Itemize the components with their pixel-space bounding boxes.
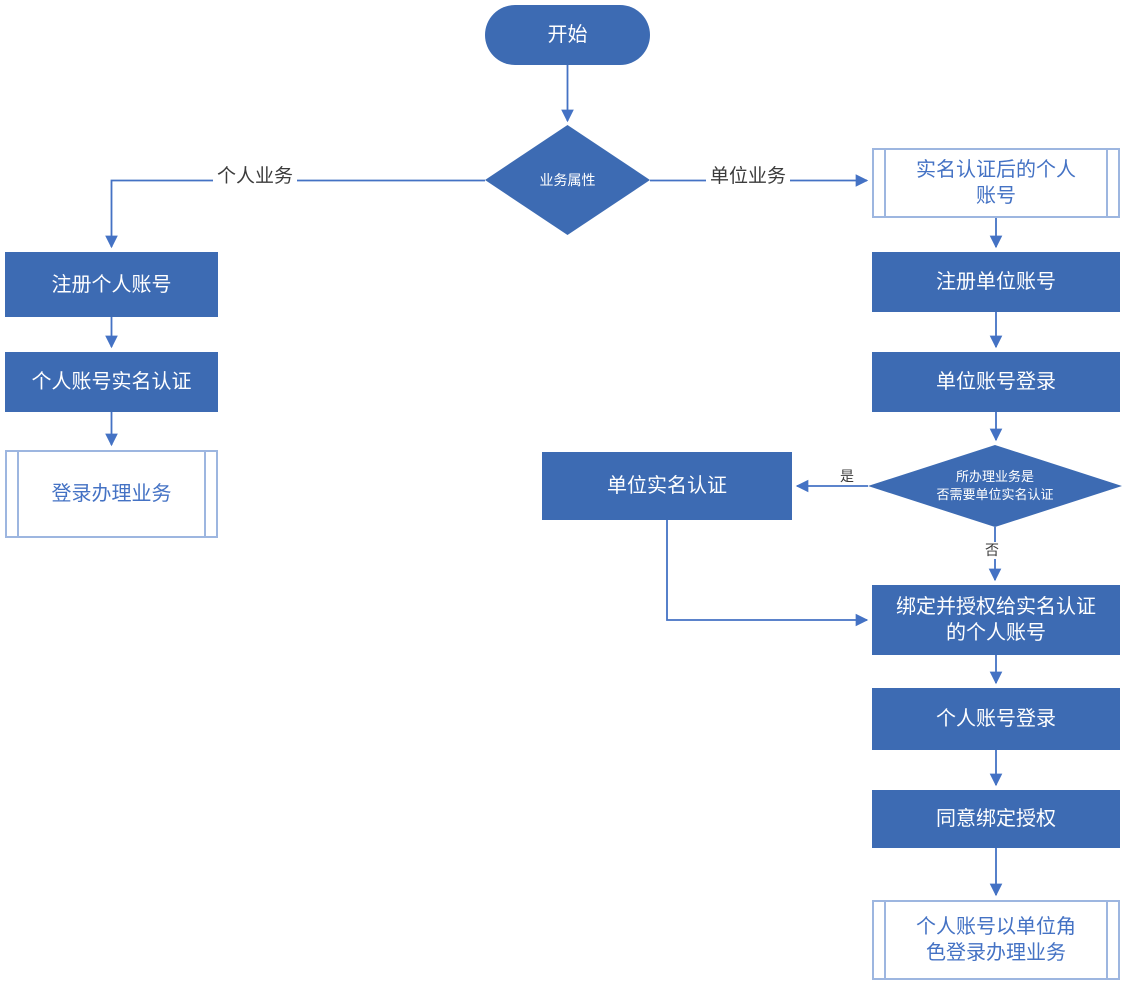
node-decision-need-unit-realname: 所办理业务是 否需要单位实名认证 — [868, 445, 1122, 527]
node-unit-account-login: 单位账号登录 — [872, 352, 1120, 412]
node-personal-account-after-realname: 实名认证后的个人 账号 — [872, 148, 1120, 218]
node-personal-account-login: 个人账号登录 — [872, 688, 1120, 750]
node-decision-business-type: 业务属性 — [485, 125, 650, 235]
node-start: 开始 — [485, 5, 650, 65]
node-unit-realname-auth: 单位实名认证 — [542, 452, 792, 520]
node-bind-authorize-personal-account: 绑定并授权给实名认证 的个人账号 — [872, 585, 1120, 655]
edge-label-yes: 是 — [836, 468, 858, 485]
edge-label-unit-business: 单位业务 — [706, 166, 791, 189]
node-agree-bind-authorize: 同意绑定授权 — [872, 790, 1120, 848]
node-login-handle-business: 登录办理业务 — [5, 450, 218, 538]
edge-label-no: 否 — [981, 542, 1003, 559]
node-register-personal-account: 注册个人账号 — [5, 252, 218, 317]
node-register-unit-account: 注册单位账号 — [872, 252, 1120, 312]
node-personal-realname-auth: 个人账号实名认证 — [5, 352, 218, 412]
node-personal-as-unit-role-login: 个人账号以单位角 色登录办理业务 — [872, 900, 1120, 980]
edge-label-personal-business: 个人业务 — [213, 166, 298, 189]
